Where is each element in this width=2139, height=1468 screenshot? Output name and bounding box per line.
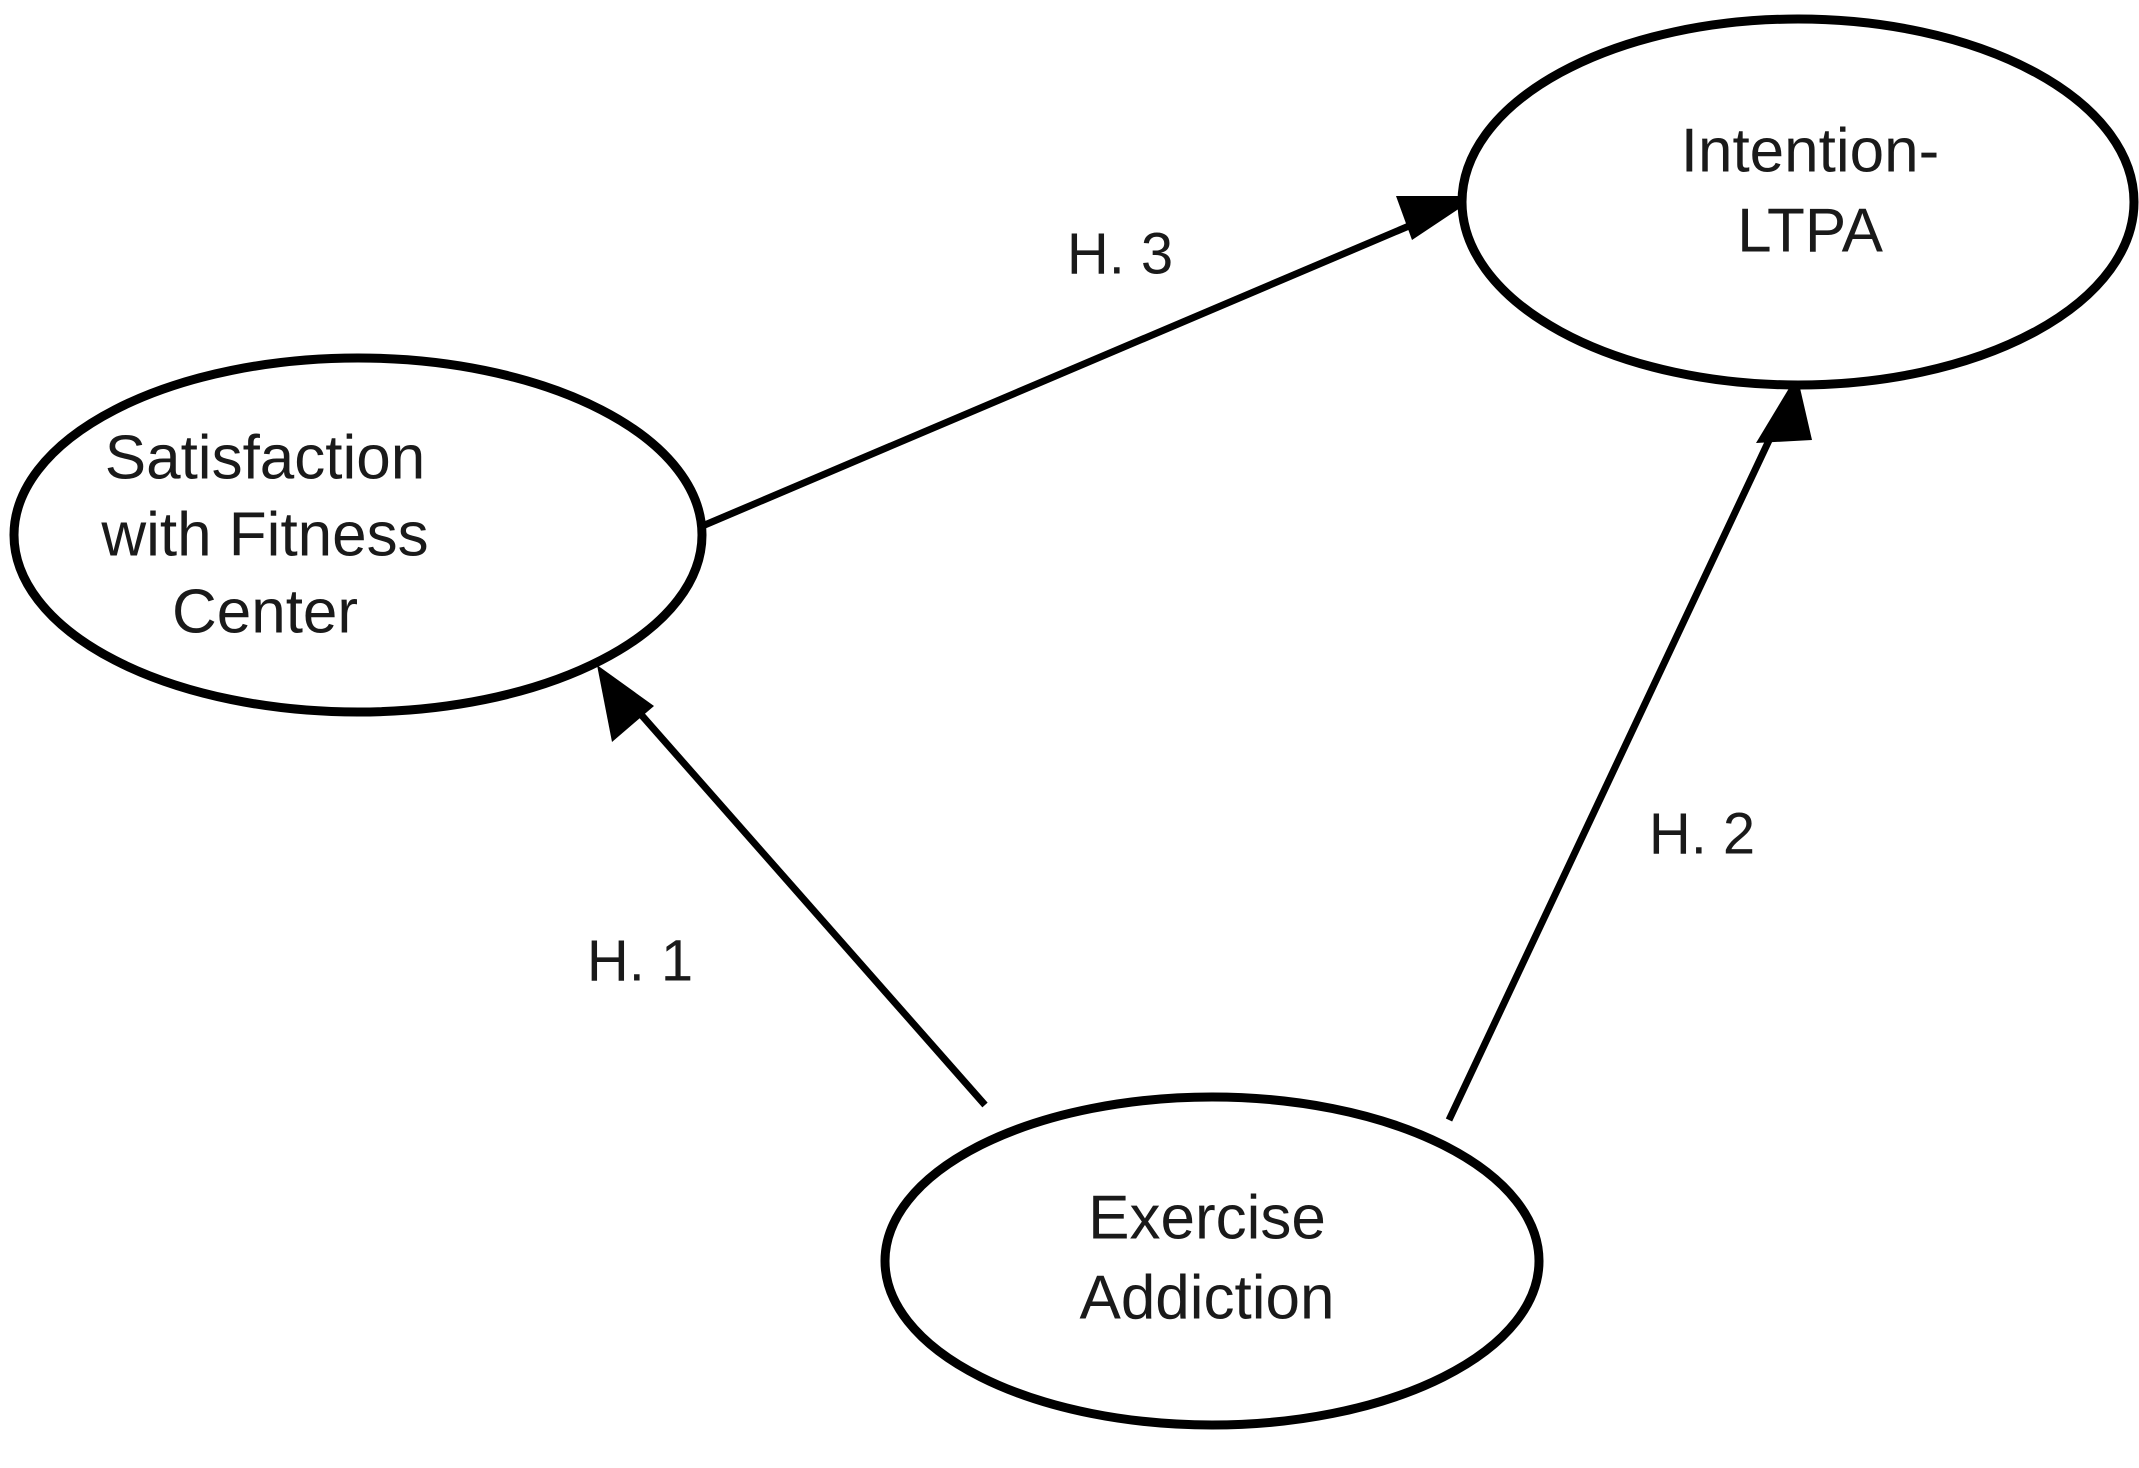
- edge-label-h3: H. 3: [1067, 221, 1173, 286]
- edge-h2[interactable]: [1445, 375, 1812, 1122]
- edge-h3[interactable]: [698, 196, 1478, 531]
- intention-label-line2: LTPA: [1737, 196, 1884, 265]
- satisfaction-ellipse: [9, 353, 707, 717]
- edge-h1[interactable]: [597, 665, 988, 1108]
- edge-h1-line: [612, 682, 988, 1108]
- satisfaction-label-line1: Satisfaction: [105, 423, 426, 492]
- exercise-label-line2: Addiction: [1079, 1263, 1334, 1332]
- edge-h3-line: [698, 202, 1458, 531]
- node-exercise[interactable]: Exercise Addiction: [880, 1092, 1544, 1430]
- exercise-label-line1: Exercise: [1088, 1183, 1326, 1252]
- edge-h3-arrowhead: [1396, 196, 1478, 240]
- intention-label-line1: Intention-: [1681, 116, 1940, 185]
- edge-label-h1: H. 1: [587, 928, 693, 993]
- edge-label-h2: H. 2: [1649, 801, 1755, 866]
- intention-ellipse: [1457, 14, 2139, 390]
- satisfaction-label-line2: with Fitness: [100, 500, 428, 569]
- edge-h2-line: [1445, 398, 1792, 1122]
- exercise-ellipse: [880, 1092, 1544, 1430]
- edge-h1-arrowhead: [597, 665, 654, 742]
- satisfaction-label-line3: Center: [172, 577, 358, 646]
- node-satisfaction[interactable]: Satisfaction with Fitness Center: [9, 353, 707, 717]
- edge-h2-arrowhead: [1756, 375, 1812, 443]
- node-intention[interactable]: Intention- LTPA: [1457, 14, 2139, 390]
